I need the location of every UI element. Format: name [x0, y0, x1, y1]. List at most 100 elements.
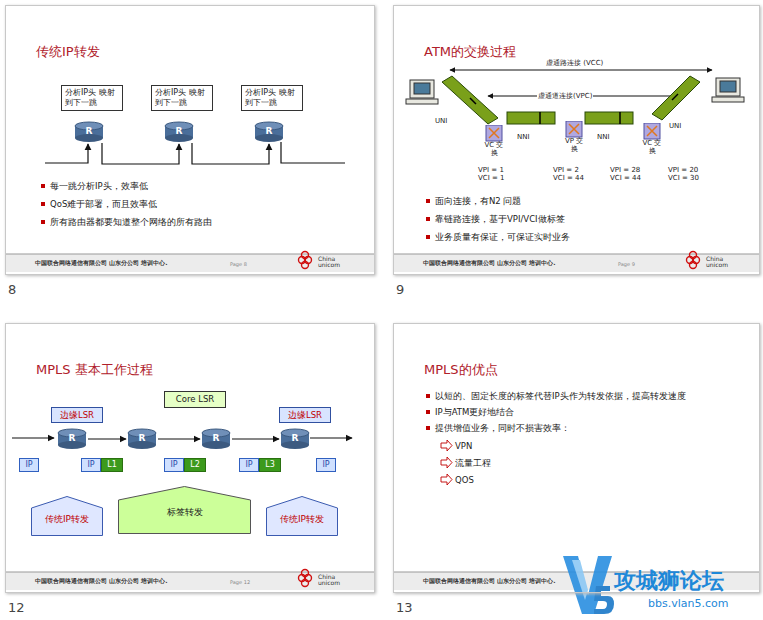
- bullet-text: 业务质量有保证，可保证实时业务: [435, 232, 570, 244]
- node-text: R: [201, 428, 231, 449]
- switch-icon: VP 交换: [563, 121, 585, 153]
- bullets: [41, 184, 430, 430]
- slide-panel: MPLS 基本工作过程 Core LSR 边缘LSR 边缘LSR R R R R IP IP L1 I…: [5, 323, 375, 593]
- footer-text: 中国联合网络通信有限公司 山东分公司 培训中心.: [423, 259, 555, 268]
- node-text: 标签转发: [167, 507, 203, 517]
- label-tag: L1: [101, 458, 123, 472]
- flow-line: [281, 142, 345, 163]
- ip-packet: IP: [81, 458, 101, 472]
- node-text: L3: [265, 460, 275, 469]
- node-text: IP: [245, 460, 252, 469]
- process-box: 分析IP头 映射到下一跳: [151, 85, 213, 111]
- node-text: VC 交换: [485, 141, 504, 157]
- slide-number: 8: [8, 282, 16, 297]
- core-lsr-box: Core LSR: [164, 391, 226, 408]
- process-box: 分析IP头 映射到下一跳: [61, 85, 123, 111]
- flow-line: [45, 144, 88, 163]
- slide-title: 传统IP转发: [36, 43, 100, 61]
- page-number: Page 9: [618, 261, 635, 267]
- bullet-text: 提供增值业务，同时不损害效率：: [435, 423, 570, 435]
- page-number: Page 8: [230, 261, 247, 267]
- node-text: 分析IP头 映射到下一跳: [245, 88, 295, 107]
- bullet-text: QoS难于部署，而且效率低: [50, 199, 157, 211]
- bullet-text: IP与ATM更好地结合: [435, 407, 514, 419]
- node-text: R: [280, 428, 310, 449]
- footer-band: [6, 254, 759, 590]
- vpi-vci-label: VPI = 20 VCI = 30: [668, 166, 704, 183]
- connection-label: 虚通路连接 (VCC): [545, 58, 604, 68]
- brand-name: China unicom: [318, 256, 342, 268]
- vpi-vci-label: VPI = 2 VCI = 44: [553, 166, 589, 183]
- node-text: R: [127, 428, 157, 449]
- forwarding-zone: 标签转发: [118, 486, 251, 534]
- interface-label: NNI: [596, 133, 611, 141]
- connection-label: 虚通道连接(VPC): [537, 91, 593, 101]
- node-text: 边缘LSR: [60, 410, 94, 420]
- label-tag: L3: [259, 458, 281, 472]
- node-text: R: [57, 428, 87, 449]
- node-text: R: [164, 121, 194, 142]
- slide-panel: 传统IP转发分析IP头 映射到下一跳 分析IP头 映射到下一跳 分析IP头 映射到下…: [5, 5, 375, 275]
- atm-illustration: [406, 70, 744, 124]
- footer-text: 中国联合网络通信有限公司 山东分公司 培训中心.: [423, 577, 555, 586]
- router-icon: R: [127, 428, 157, 450]
- router-icon: R: [164, 121, 194, 143]
- forwarding-zone: 传统IP转发: [31, 496, 103, 536]
- node-text: IP: [322, 460, 329, 469]
- node-text: Core LSR: [176, 394, 214, 404]
- interface-label: UNI: [434, 117, 448, 125]
- node-text: R: [74, 121, 104, 142]
- watermark-logo: [563, 556, 614, 614]
- router-icon: R: [57, 428, 87, 450]
- shape-outline: [563, 121, 585, 138]
- slide-title: MPLS 基本工作过程: [36, 361, 153, 379]
- page-number: Page 12: [230, 579, 250, 585]
- router-icon: R: [74, 121, 104, 143]
- node-text: R: [254, 121, 284, 142]
- node-text: IP: [25, 460, 32, 469]
- slide-number: 12: [8, 600, 25, 615]
- interface-label: NNI: [516, 133, 531, 141]
- shape-outline: [641, 123, 663, 140]
- node-text: 传统IP转发: [280, 514, 324, 524]
- bullet-text: 每一跳分析IP头，效率低: [50, 181, 148, 193]
- flow-line: [12, 437, 54, 438]
- brand-name: China unicom: [318, 574, 342, 586]
- slide-title: MPLS的优点: [424, 361, 498, 379]
- flow-arrow: [192, 143, 269, 164]
- sub-bullet-text: VPN: [455, 441, 472, 451]
- flow-arrow: [232, 438, 279, 439]
- shape-outline: [483, 125, 505, 142]
- footer-text: 中国联合网络通信有限公司 山东分公司 培训中心.: [35, 577, 167, 586]
- node-text: IP: [87, 460, 94, 469]
- node-text: 传统IP转发: [45, 514, 89, 524]
- watermark: bbs.vlan5.com: [648, 597, 728, 610]
- sub-bullet-text: QOS: [455, 475, 474, 485]
- router-icon: R: [254, 121, 284, 143]
- node-text: 边缘LSR: [288, 410, 322, 420]
- watermark: 攻城狮论坛: [614, 566, 724, 596]
- router-icon: R: [201, 428, 231, 450]
- switch-icon: VC 交换: [641, 123, 663, 155]
- node-text: 分析IP头 映射到下一跳: [155, 88, 205, 107]
- slide-panel: MPLS的优点: [393, 323, 760, 593]
- unicom-logo: [299, 252, 700, 587]
- edge-lsr-box: 边缘LSR: [51, 407, 103, 423]
- ip-packet: IP: [239, 458, 259, 472]
- slide-number: 9: [396, 282, 404, 297]
- slide-number: 13: [396, 600, 413, 615]
- switch-icon: VC 交换: [483, 125, 505, 157]
- sub-bullet-text: 流量工程: [455, 458, 491, 470]
- ip-packet: IP: [19, 458, 39, 472]
- router-icon: R: [280, 428, 310, 450]
- slide-title: ATM的交换过程: [424, 43, 516, 61]
- bullet-text: 靠链路连接，基于VPI/VCI做标签: [435, 214, 565, 226]
- brand-name: China unicom: [706, 256, 730, 268]
- sub-arrows: [441, 440, 452, 485]
- flow-arrow: [102, 143, 179, 164]
- forwarding-zone: 传统IP转发: [266, 496, 338, 536]
- process-box: 分析IP头 映射到下一跳: [241, 85, 303, 111]
- ip-packet: IP: [316, 458, 336, 472]
- node-text: 分析IP头 映射到下一跳: [65, 88, 115, 107]
- bullet-text: 以短的、固定长度的标签代替IP头作为转发依据，提高转发速度: [435, 391, 686, 403]
